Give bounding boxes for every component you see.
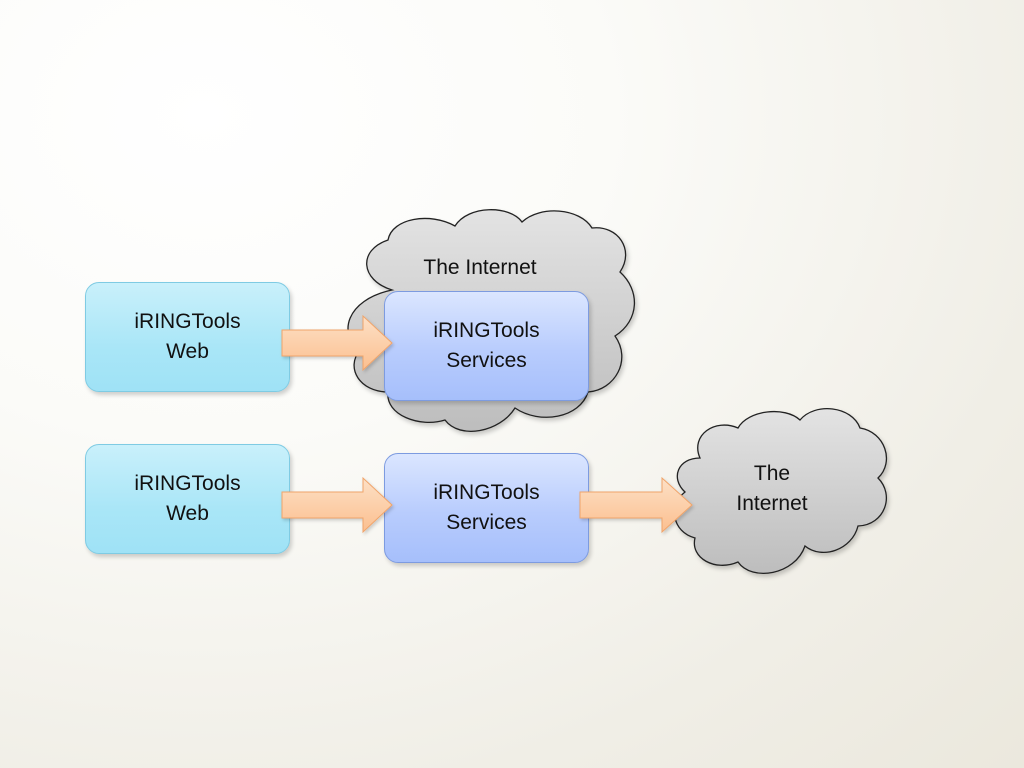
services-1-line2: Services	[446, 349, 527, 372]
services-2-line2: Services	[446, 511, 527, 534]
iringtools-services-box-1: iRINGTools Services	[384, 291, 589, 401]
arrow-services2-to-internet	[579, 476, 693, 534]
web-1-line2: Web	[166, 340, 209, 363]
arrow-web1-to-services1	[281, 314, 393, 372]
services-1-line1: iRINGTools	[433, 319, 540, 342]
web-2-line2: Web	[166, 502, 209, 525]
cloud-internet-2	[673, 408, 888, 575]
cloud-2-text-line1: The	[753, 462, 791, 485]
cloud-2-label: The Internet	[712, 459, 832, 519]
iringtools-web-box-2: iRINGTools Web	[85, 444, 290, 554]
cloud-1-label: The Internet	[400, 253, 560, 283]
web-2-line1: iRINGTools	[134, 472, 241, 495]
cloud-2-text-line2: Internet	[736, 492, 808, 515]
iringtools-services-box-2: iRINGTools Services	[384, 453, 589, 563]
web-1-line1: iRINGTools	[134, 310, 241, 333]
arrow-web2-to-services2	[281, 476, 393, 534]
services-2-line1: iRINGTools	[433, 481, 540, 504]
cloud-1-text: The Internet	[423, 256, 537, 279]
